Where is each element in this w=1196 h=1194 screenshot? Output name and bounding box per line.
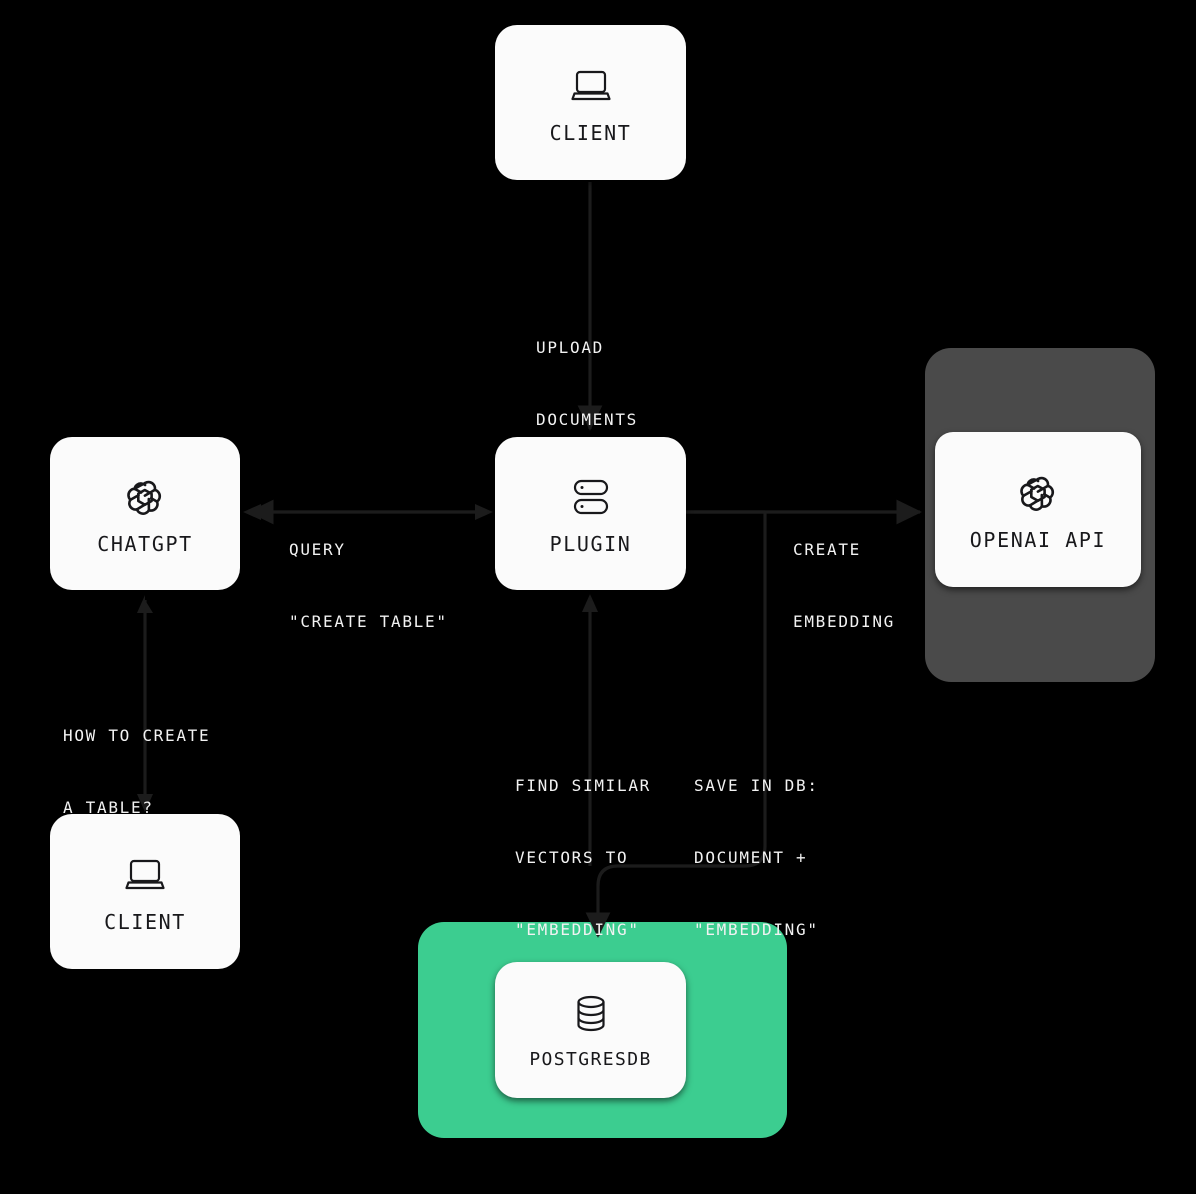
node-plugin[interactable]: PLUGIN	[495, 437, 686, 590]
node-postgresdb[interactable]: POSTGRESDB	[495, 962, 686, 1098]
edge-label-create-embedding: CREATE EMBEDDING	[793, 490, 895, 682]
arrowhead-into-plugin-left	[475, 504, 493, 520]
node-label: PLUGIN	[549, 531, 632, 556]
edge-label-line: VECTORS TO	[515, 848, 629, 867]
openai-logo-icon	[125, 474, 165, 520]
edge-label-line: CREATE	[793, 540, 861, 559]
edge-label-line: UPLOAD	[536, 338, 604, 357]
edge-label-line: "EMBEDDING"	[515, 920, 640, 939]
database-icon	[572, 991, 610, 1037]
node-label: CLIENT	[549, 120, 632, 145]
edge-label-line: HOW TO CREATE	[63, 726, 211, 745]
edge-label-line: A TABLE?	[63, 798, 154, 817]
openai-logo-icon	[1018, 470, 1058, 516]
edge-label-line: "CREATE TABLE"	[289, 612, 448, 631]
edge-label-find-similar: FIND SIMILAR VECTORS TO "EMBEDDING"	[515, 726, 651, 990]
edge-label-line: DOCUMENTS	[536, 410, 638, 429]
edge-label-line: DOCUMENT +	[694, 848, 808, 867]
laptop-icon	[570, 63, 612, 109]
laptop-icon	[124, 852, 166, 898]
edge-label-line: QUERY	[289, 540, 346, 559]
server-icon	[569, 474, 613, 520]
edge-label-query: QUERY "CREATE TABLE"	[289, 490, 448, 682]
node-openai-api[interactable]: OPENAI API	[935, 432, 1141, 587]
arrowhead-into-chatgpt	[243, 504, 261, 520]
node-client-top[interactable]: CLIENT	[495, 25, 686, 180]
node-chatgpt[interactable]: CHATGPT	[50, 437, 240, 590]
edge-label-save-in-db: SAVE IN DB: DOCUMENT + "EMBEDDING"	[694, 726, 819, 990]
edge-label-how-to-create: HOW TO CREATE A TABLE?	[63, 676, 210, 868]
edge-label-line: SAVE IN DB:	[694, 776, 819, 795]
edge-label-line: "EMBEDDING"	[694, 920, 819, 939]
node-label: OPENAI API	[969, 527, 1107, 552]
node-label: CLIENT	[104, 909, 186, 934]
edge-label-line: EMBEDDING	[793, 612, 895, 631]
node-label: POSTGRESDB	[529, 1049, 652, 1070]
node-label: CHATGPT	[97, 531, 193, 556]
edge-label-line: FIND SIMILAR	[515, 776, 651, 795]
edge-label-upload-documents: UPLOAD DOCUMENTS	[536, 288, 638, 480]
node-client-bottom[interactable]: CLIENT	[50, 814, 240, 969]
